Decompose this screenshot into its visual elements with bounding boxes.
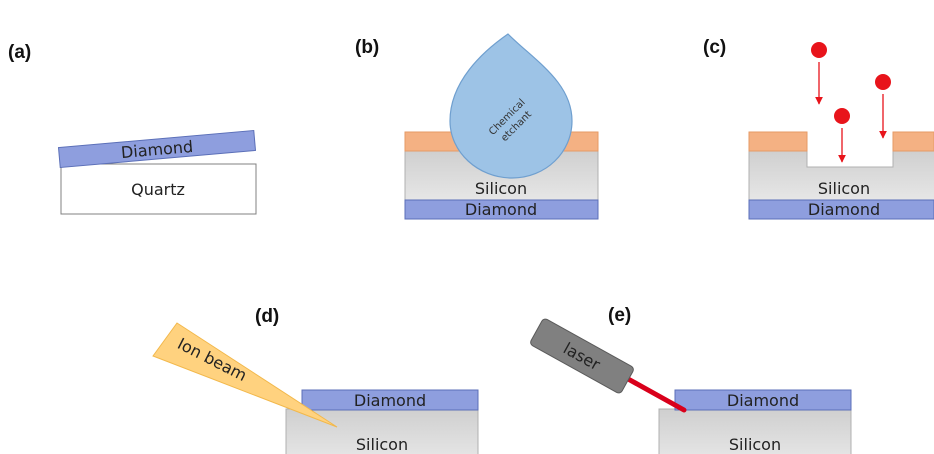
silicon-label-e: Silicon (729, 435, 781, 454)
diamond-label-d: Diamond (354, 391, 426, 410)
panel-a: (a) Quartz Diamond (8, 42, 257, 215)
panel-e-label: (e) (608, 305, 631, 326)
silicon-label-d: Silicon (356, 435, 408, 454)
panel-e: (e) laser Diamond Silicon (530, 305, 852, 454)
quartz-label: Quartz (131, 180, 185, 199)
mask-left-c (748, 131, 808, 152)
etchant-droplet (449, 33, 573, 179)
panel-c: (c) Silicon Diamond (703, 37, 934, 220)
laser-body (530, 318, 634, 394)
panel-b-label: (b) (355, 37, 379, 58)
particle-2 (875, 74, 891, 90)
particle-1 (811, 42, 827, 58)
diamond-layer-b (404, 199, 599, 220)
quartz-substrate (60, 163, 257, 215)
diamond-label-b: Diamond (465, 200, 537, 219)
diamond-layer-d (301, 389, 479, 411)
mask-right-c (892, 131, 934, 152)
silicon-substrate-e (658, 408, 852, 454)
panel-d: (d) Ion beam Diamond Silicon (152, 306, 479, 454)
diamond-label-a: Diamond (120, 137, 194, 162)
diamond-label-e: Diamond (727, 391, 799, 410)
panel-d-label: (d) (255, 306, 279, 327)
ion-beam (152, 322, 338, 428)
diamond-layer-e (674, 389, 852, 411)
panel-c-label: (c) (703, 37, 726, 58)
silicon-label-c: Silicon (818, 179, 870, 198)
diamond-layer-c (748, 199, 934, 220)
silicon-label-b: Silicon (475, 179, 527, 198)
diamond-film-tilted: Diamond (57, 129, 257, 169)
panel-a-label: (a) (8, 42, 31, 63)
panel-b: (b) Chemical etchant Silicon Diamond (355, 33, 599, 220)
laser-source: laser (530, 318, 634, 394)
diamond-label-c: Diamond (808, 200, 880, 219)
particle-3 (834, 108, 850, 124)
laser-beam (618, 372, 687, 413)
